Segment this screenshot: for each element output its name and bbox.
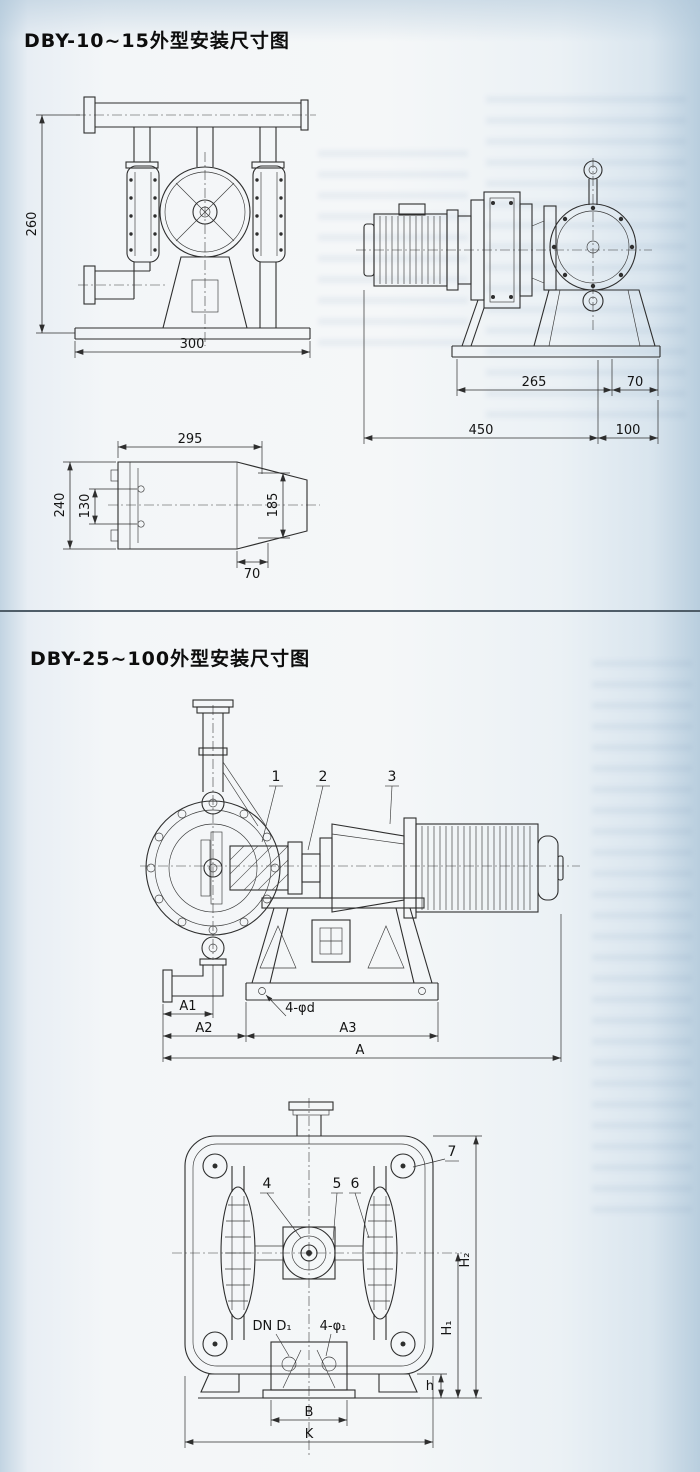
callout-7: 7: [448, 1144, 457, 1160]
section-divider: [0, 610, 700, 612]
callout-5: 5: [333, 1176, 342, 1192]
dim-h2-label: H₂: [458, 1253, 473, 1268]
dim-185-label: 185: [266, 493, 281, 518]
dim-a3-label: A3: [339, 1021, 356, 1036]
scan-bleed-artifact: [318, 150, 468, 360]
dim-265-label: 265: [522, 375, 547, 390]
callout-1: 1: [272, 769, 281, 785]
dim-70-label: 70: [627, 375, 644, 390]
dim-300-label: 300: [180, 337, 205, 352]
section2-title: DBY-25~100外型安装尺寸图: [30, 648, 311, 670]
dim-240-label: 240: [53, 493, 68, 518]
dim-b-label: B: [305, 1405, 314, 1420]
dim-295-label: 295: [178, 432, 203, 447]
scan-bleed-artifact: [592, 660, 692, 1220]
dim-a2-label: A2: [195, 1021, 212, 1036]
port-dn-d1-label: DN D₁: [252, 1319, 291, 1334]
dim-a1-label: A1: [179, 999, 196, 1014]
section1-title: DBY-10~15外型安装尺寸图: [24, 30, 290, 52]
callout-6: 6: [351, 1176, 360, 1192]
dim-h-label: h: [426, 1379, 434, 1394]
callout-3: 3: [388, 769, 397, 785]
dim-260-label: 260: [25, 212, 40, 237]
base-holes-label: 4-φd: [285, 1001, 315, 1016]
dim-k-label: K: [305, 1427, 314, 1442]
dim-70b-label: 70: [244, 567, 261, 582]
dby10-side-view: 265 70 450 100: [356, 158, 661, 444]
dby10-bottom-view: 295 240 130 185 70: [53, 432, 320, 582]
dby10-front-view: 260 300: [25, 96, 316, 358]
dby25-side-view: 1 2 3 A1 A2 A3 4-φd A: [140, 699, 580, 1062]
dim-a-label: A: [356, 1043, 365, 1058]
dim-450-label: 450: [469, 423, 494, 438]
callout-4: 4: [263, 1176, 272, 1192]
dim-100-label: 100: [616, 423, 641, 438]
callout-2: 2: [319, 769, 328, 785]
dby25-front-view: DN D₁ 4-φ₁ 4 5 6 7 h H₁ H₂: [172, 1098, 482, 1455]
scan-bleed-artifact: [486, 96, 686, 426]
dim-130-label: 130: [78, 494, 93, 519]
dim-h1-label: H₁: [440, 1321, 455, 1336]
flange-holes-label: 4-φ₁: [320, 1319, 347, 1334]
